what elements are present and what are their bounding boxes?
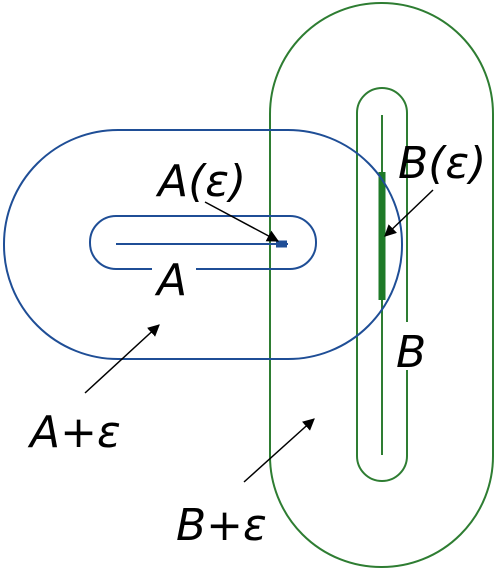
b-eps-arrow: [384, 189, 434, 237]
a-plus-eps-label: A+ε: [27, 407, 121, 458]
a-eps-label: A(ε): [155, 156, 246, 207]
b-plus-eps-arrow: [243, 418, 315, 483]
a-eps-arrow: [204, 201, 280, 242]
b-eps-label: B(ε): [398, 138, 486, 189]
b-label-gap: [398, 322, 412, 370]
a-plus-eps-region: [3, 129, 403, 360]
b-plus-eps-region: [269, 2, 494, 568]
a-label-gap: [152, 247, 196, 273]
b-small-capsule: [356, 87, 408, 482]
a-small-capsule: [89, 215, 317, 270]
a-eps-region: [276, 240, 287, 248]
b-plus-eps-label: B+ε: [176, 500, 267, 551]
a-label: A: [154, 255, 187, 306]
b-eps-region: [378, 172, 386, 300]
b-label: B: [396, 327, 426, 378]
a-plus-eps-arrow: [84, 324, 160, 394]
